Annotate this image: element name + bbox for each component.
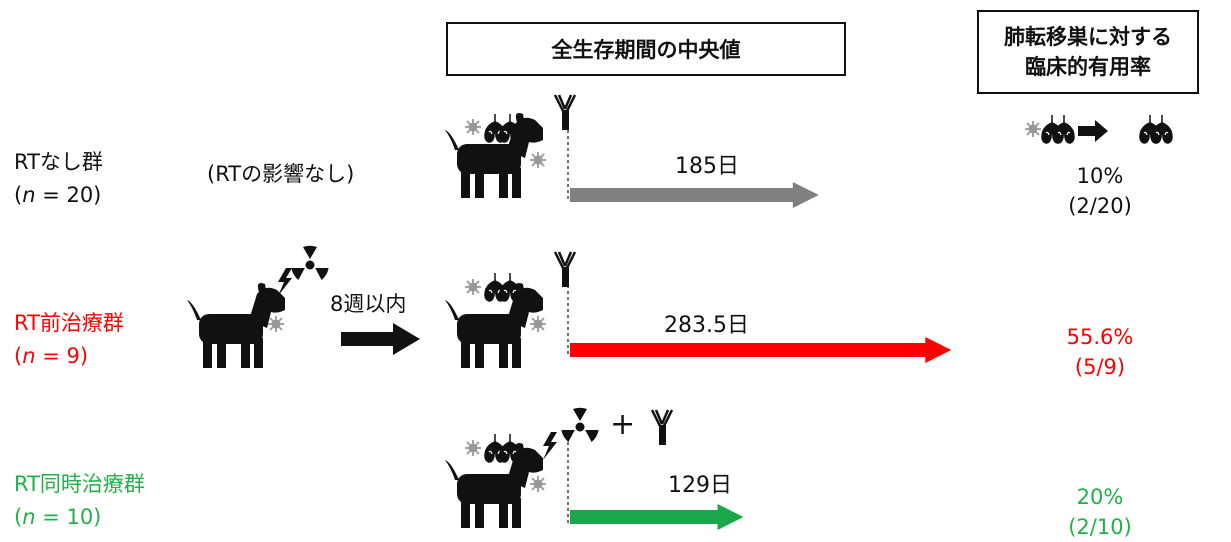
os-arrow-1 [570,182,819,208]
group-label-pre-rt: RT前治療群 (n = 9) [14,311,124,368]
interval-label: 8週以内 [330,292,407,316]
os-arrow-2 [570,337,952,363]
os-arrow-3 [570,504,744,530]
benefit-rate-pre-rt: 55.6%(5/9) [1066,325,1134,379]
row2-radiation-icon [291,245,329,280]
row3-radiation-icon [561,407,599,442]
os-days-concurrent-rt: 129日 [668,473,732,498]
row2-antibody-icon [553,250,577,289]
median-os-header: 全生存期間の中央値 [446,22,846,76]
benefit-rate-concurrent-rt: 20%(2/10) [1068,485,1132,539]
row1-antibody-icon [553,93,577,132]
row2-pre-dog-icon [187,283,285,368]
row3-antibody-icon [650,408,674,447]
benefit-rate-no-rt: 10%(2/20) [1068,164,1132,218]
os-arrows [570,182,952,530]
group-label-concurrent-rt: RT同時治療群 (n = 10) [14,472,145,529]
row2-lightning-icon [278,268,292,296]
group-label-no-rt: RTなし群 (n = 20) [14,150,103,207]
os-days-pre-rt: 283.5日 [664,313,749,338]
row3-tumor-lungs [464,433,521,463]
row3-lightning-icon [543,432,557,460]
os-days-no-rt: 185日 [675,154,739,179]
row2-tumor-lungs [464,272,521,302]
plus-sign: + [610,407,636,442]
benefit-legend [1024,114,1173,144]
clinical-benefit-header: 肺転移巣に対する 臨床的有用率 [977,10,1199,94]
no-rt-note: (RTの影響なし) [207,162,355,186]
row2-transition-arrow-icon [341,323,420,355]
